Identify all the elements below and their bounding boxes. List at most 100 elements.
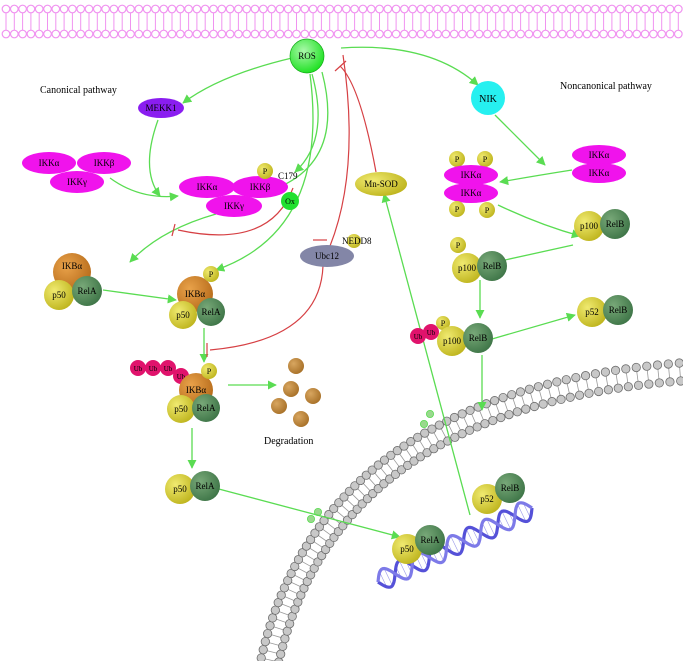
lipid-head <box>649 29 658 39</box>
arrow-p100-to-p52 <box>491 312 576 340</box>
lipid-head <box>632 29 642 39</box>
nuclear-lipid-head <box>590 369 601 379</box>
canonical-pathway-label: Canonical pathway <box>40 85 117 96</box>
nuclear-lipid-head <box>472 422 482 432</box>
ikka-label: IKKα <box>461 170 482 180</box>
nuclear-lipid-head <box>457 429 467 439</box>
lipid-head <box>408 29 418 39</box>
lipid-head <box>150 29 160 39</box>
lipid-head <box>92 4 102 14</box>
lipid-head <box>292 29 301 39</box>
lipid-head <box>516 29 525 39</box>
nuclear-lipid-head <box>561 375 571 385</box>
nuclear-membrane <box>256 358 683 661</box>
nuclear-lipid-head <box>263 628 273 639</box>
lipid-head <box>159 29 169 39</box>
lipid-head <box>200 4 210 14</box>
nuclear-lipid-head <box>538 399 548 409</box>
lipid-head <box>607 4 617 14</box>
lipid-head <box>541 29 550 39</box>
nuclear-lipid-head <box>329 503 339 514</box>
lipid-head <box>424 4 434 14</box>
lipid-head <box>1 29 11 39</box>
inhibit-mnsod-to-ros <box>339 65 377 173</box>
lipid-head <box>43 4 52 14</box>
lipid-head <box>657 4 667 14</box>
arrow-ros-to-nik <box>340 46 479 86</box>
ros-label: ROS <box>298 51 316 61</box>
nuclear-lipid-head <box>488 415 498 426</box>
lipid-head <box>325 29 335 39</box>
lipid-head <box>590 29 600 39</box>
lipid-head <box>549 29 559 39</box>
lipid-head <box>582 29 592 39</box>
p50-label: p50 <box>52 290 66 300</box>
lipid-head <box>590 4 600 14</box>
relb-label: RelB <box>483 261 502 271</box>
lipid-head <box>549 4 559 14</box>
ikka-label: IKKα <box>461 188 482 198</box>
nuclear-lipid-head <box>396 465 407 475</box>
p100-label: p100 <box>443 336 462 346</box>
p52-label: p52 <box>480 494 494 504</box>
lipid-head <box>640 4 650 14</box>
lipid-head <box>175 29 185 39</box>
nuclear-lipid-head <box>457 409 467 419</box>
lipid-head <box>541 4 550 14</box>
nuclear-lipid-head <box>465 405 475 415</box>
phospho-label: P <box>263 167 268 176</box>
relb-label: RelB <box>609 305 628 315</box>
ubc12-node: Ubc12 NEDD8 <box>300 234 372 267</box>
nuclear-lipid-head <box>631 362 641 373</box>
lipid-head <box>466 4 476 14</box>
ikk-free-complex: IKKα IKKβ IKKγ <box>22 152 131 193</box>
lipid-head <box>258 29 268 39</box>
nuclear-lipid-head <box>399 441 409 451</box>
lipid-head <box>300 29 310 39</box>
lipid-head <box>18 4 28 14</box>
lipid-head <box>491 29 501 39</box>
nuclear-lipid-head <box>654 378 664 388</box>
lipid-head <box>134 4 144 14</box>
lipid-head <box>9 29 19 39</box>
nfkb-free-cytoplasm: p50 RelA <box>165 471 220 504</box>
lipid-head <box>242 29 252 39</box>
nuclear-lipid-head <box>355 475 366 486</box>
lipid-head <box>18 29 28 39</box>
lipid-head <box>308 4 318 14</box>
phospho-label: P <box>455 205 460 214</box>
lipid-head <box>341 4 351 14</box>
nuclear-lipid-head <box>386 450 396 460</box>
inhibit-ubc12 <box>209 265 324 351</box>
arrow-mekk1-to-ikk <box>148 119 161 197</box>
nuclear-lipid-head <box>652 360 663 370</box>
ros-node: ROS <box>289 38 325 74</box>
nedd8-label: NEDD8 <box>342 236 372 246</box>
lipid-head <box>117 4 127 14</box>
inhibit-ox-bar <box>171 223 176 237</box>
nuclear-lipid-head <box>436 440 446 450</box>
nuclear-lipid-head <box>310 528 320 538</box>
lipid-head <box>333 29 343 39</box>
nuclear-lipid-head <box>392 446 402 456</box>
lipid-head <box>557 29 567 39</box>
lipid-head <box>109 29 119 39</box>
ubc12-label: Ubc12 <box>315 251 339 261</box>
nuclear-lipid-head <box>584 388 594 398</box>
nuclear-lipid-head <box>507 390 517 400</box>
inhibit-ros-to-nedd8 <box>329 54 350 247</box>
ikkb-label: IKKβ <box>250 182 271 192</box>
nuclear-lipid-head <box>515 387 526 397</box>
lipid-head <box>283 29 293 39</box>
nuclear-lipid-head <box>334 498 344 508</box>
lipid-head <box>167 29 177 39</box>
arrow-free-ikka-to-complex <box>499 169 573 186</box>
lipid-head <box>416 4 426 14</box>
lipid-head <box>673 4 683 14</box>
p52-relb-cytoplasm: p52 RelB <box>577 295 633 327</box>
lipid-head <box>433 29 443 39</box>
c179-label: C179 <box>278 171 298 181</box>
nuclear-lipid-head <box>301 541 312 551</box>
nuclear-lipid-head <box>542 379 553 389</box>
p100-relb-phospho: P p100 RelB <box>450 237 507 283</box>
